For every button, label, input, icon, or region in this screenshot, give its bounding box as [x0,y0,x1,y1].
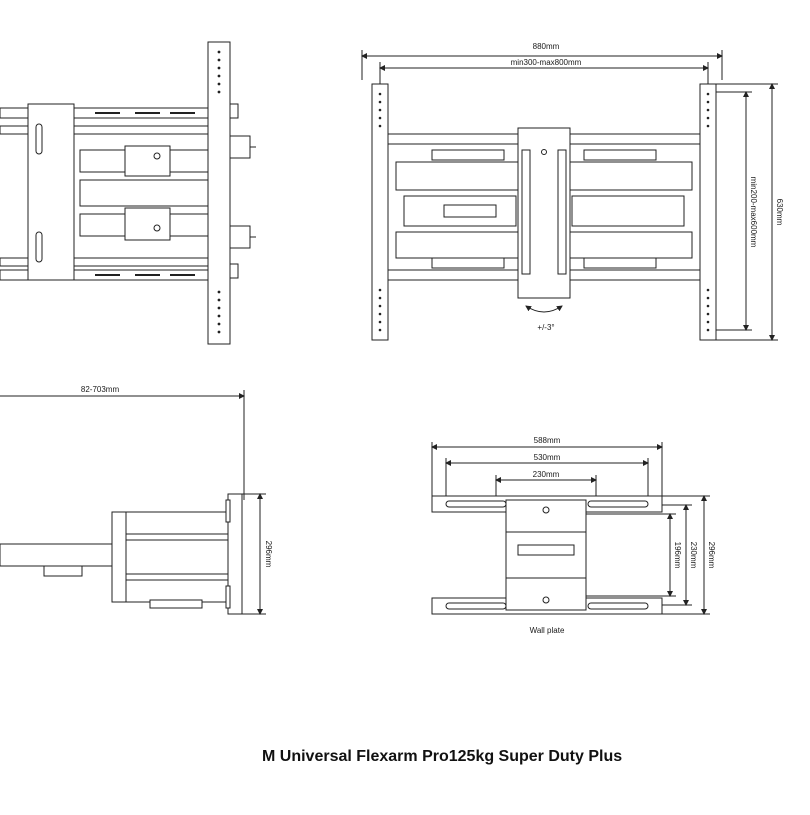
front-view [361,50,778,341]
bottom-side-view [0,390,266,615]
tv-rail-right [699,83,717,341]
top-side-view [0,41,256,345]
wall-plate-view [431,442,710,615]
dim-width-range-label: min300-max800mm [511,58,582,67]
dim-plate-230-label: 230mm [689,542,698,569]
dim-588-label: 588mm [534,436,561,445]
dim-230-label: 230mm [533,470,560,479]
wall-plate-side [227,493,243,615]
dim-depth-label: 82-703mm [81,385,120,394]
dim-880-label: 880mm [533,42,560,51]
tv-rail-left [371,83,389,341]
dim-plate-196-label: 196mm [673,542,682,569]
dim-plate-296-label: 296mm [707,542,716,569]
dim-height-range-label: min200-max600mm [749,177,758,248]
wall-plate-caption: Wall plate [530,626,565,635]
bracket-plate [27,103,75,281]
dim-530-label: 530mm [534,453,561,462]
tilt-label: +/-3° [537,323,554,332]
tv-rail [207,41,231,345]
product-title: M Universal Flexarm Pro125kg Super Duty … [262,748,623,765]
extended-arm [0,543,113,567]
tilt-arc [525,305,563,313]
dim-side-height-label: 296mm [264,541,273,568]
dim-630-label: 630mm [775,199,784,226]
